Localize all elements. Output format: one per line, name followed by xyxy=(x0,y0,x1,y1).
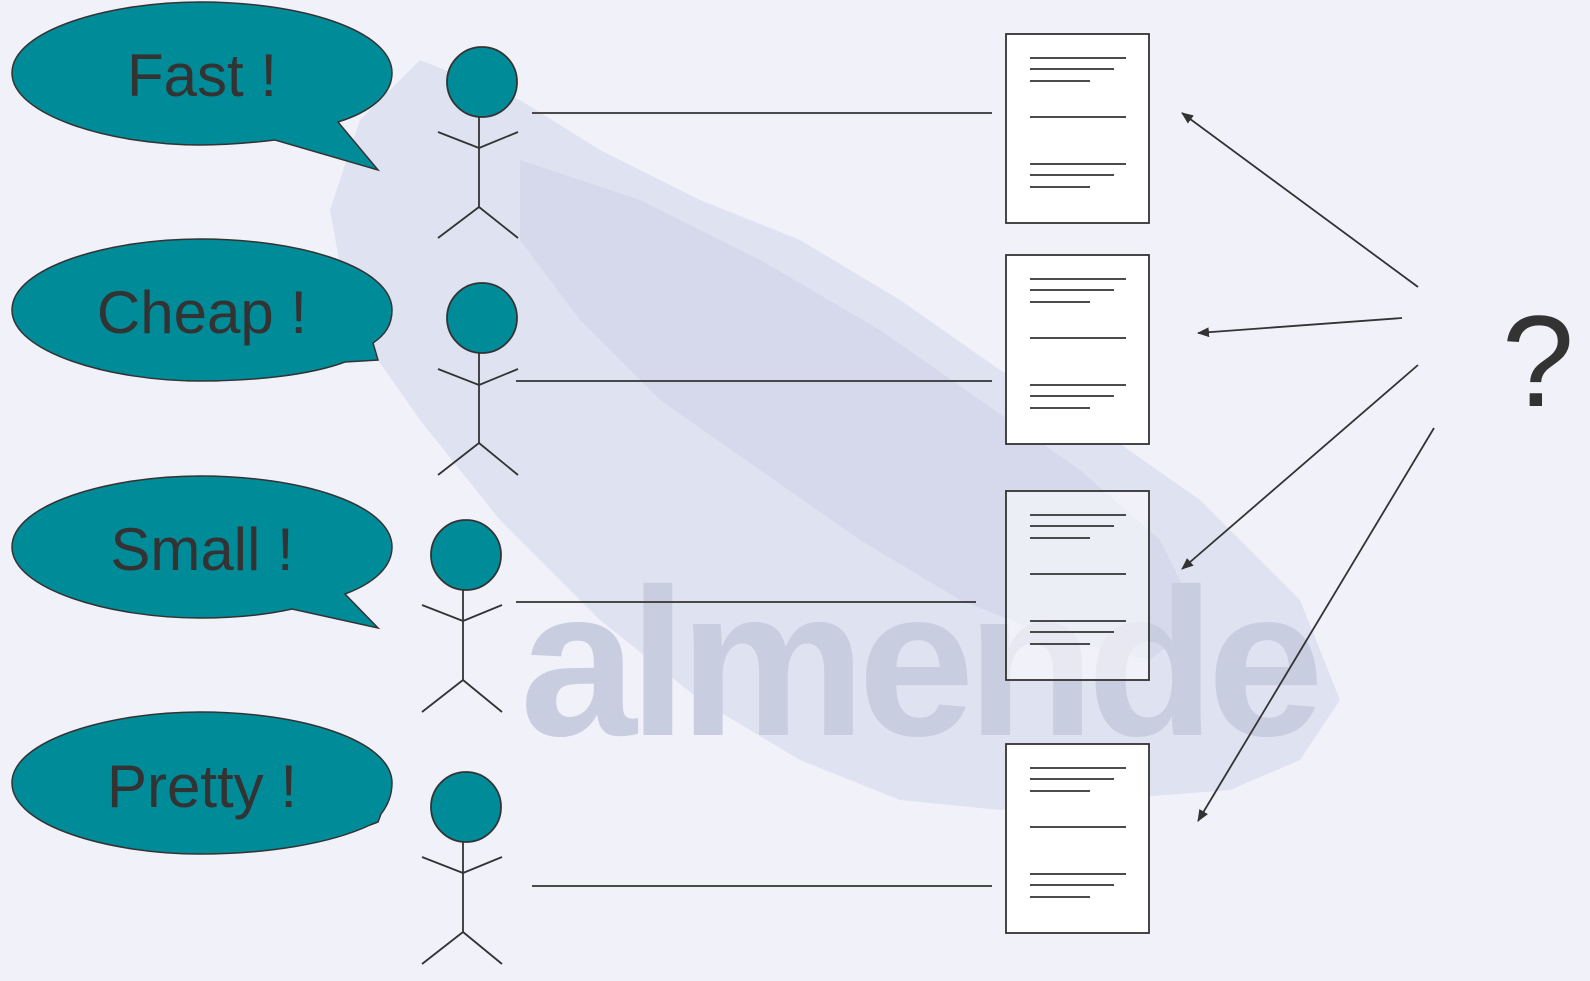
speech-bubble-4: Pretty ! xyxy=(11,711,393,855)
speech-bubble-shape xyxy=(11,238,393,382)
arrow xyxy=(1181,364,1419,570)
stick-figure-icon xyxy=(421,771,503,965)
speech-text: Cheap ! xyxy=(97,279,307,346)
question-mark: ? xyxy=(1502,288,1574,434)
speech-bubble-shape xyxy=(11,1,393,172)
stick-figure-icon xyxy=(437,46,519,239)
speech-text: Pretty ! xyxy=(107,753,297,820)
document-icon xyxy=(1005,743,1150,934)
watermark: almende xyxy=(330,60,1340,810)
arrows xyxy=(1181,112,1435,822)
arrow xyxy=(1197,317,1403,338)
stick-figure-icon xyxy=(421,519,503,713)
document-icon xyxy=(1005,33,1150,224)
watermark-text: almende xyxy=(520,545,1317,780)
speech-text: Fast ! xyxy=(127,42,277,109)
speech-bubble-shape xyxy=(11,475,393,630)
speech-bubble-3: Small ! xyxy=(11,475,393,630)
speech-bubble-2: Cheap ! xyxy=(11,238,393,382)
stick-figure-icon xyxy=(437,282,519,476)
document-icon xyxy=(1005,490,1150,681)
arrow xyxy=(1197,427,1435,822)
document-icon xyxy=(1005,254,1150,445)
speech-bubble-1: Fast ! xyxy=(11,1,393,172)
connectors xyxy=(516,112,992,887)
speech-text: Small ! xyxy=(110,516,293,583)
speech-bubble-shape xyxy=(11,711,393,855)
arrow xyxy=(1181,112,1419,288)
